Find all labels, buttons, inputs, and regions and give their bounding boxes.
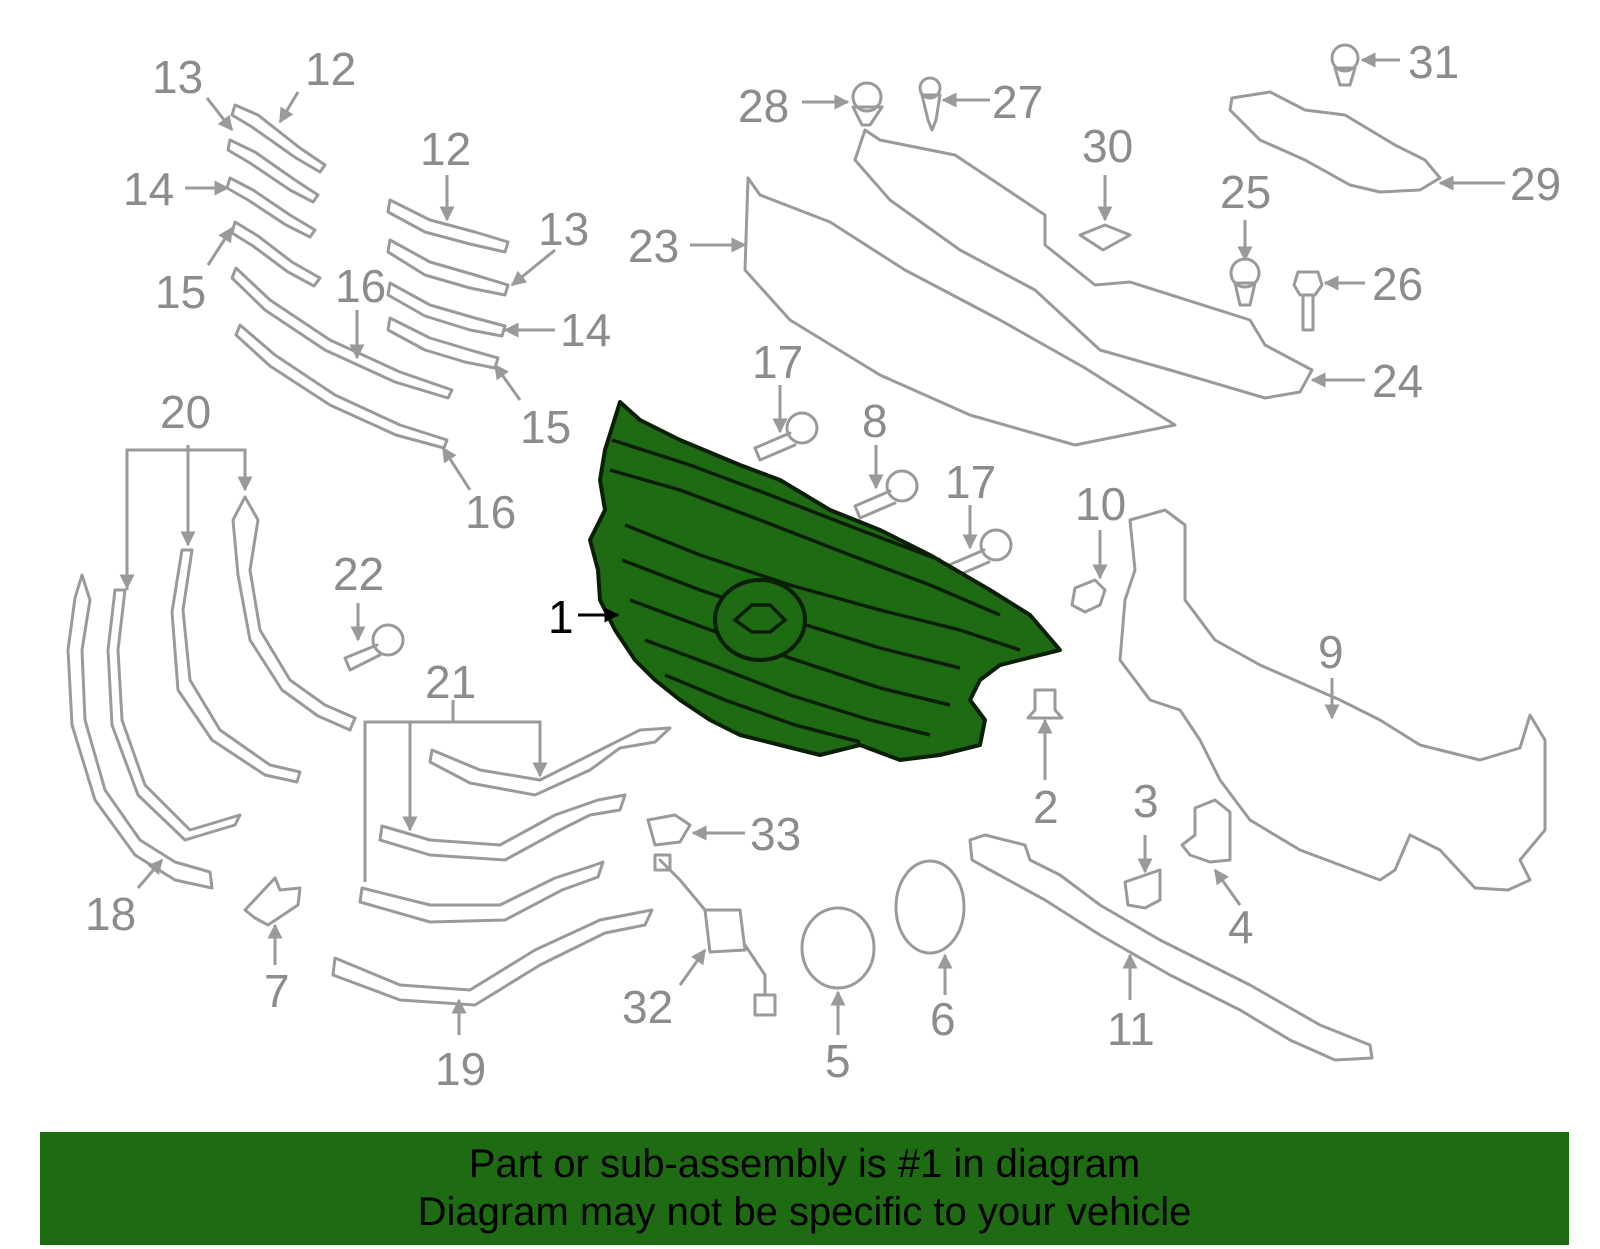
grille-part-1: [588, 400, 1062, 762]
callout-13a: 13: [152, 51, 203, 103]
side-strips-20: [66, 495, 357, 890]
callout-17b: 17: [945, 456, 996, 508]
bolts-8-17: [753, 411, 1013, 579]
callout-21: 21: [425, 656, 476, 708]
bracket-7: [243, 876, 302, 927]
pin-2: [1026, 688, 1064, 720]
callout-5: 5: [825, 1035, 851, 1087]
callout-8: 8: [862, 395, 888, 447]
callout-4: 4: [1228, 901, 1254, 953]
bolt-22: [343, 623, 405, 672]
clip-10: [1070, 578, 1107, 614]
callout-12b: 12: [420, 123, 471, 175]
bracket-4: [1180, 798, 1232, 864]
callout-3: 3: [1133, 775, 1159, 827]
callout-16b: 16: [465, 486, 516, 538]
info-banner: Part or sub-assembly is #1 in diagram Di…: [40, 1132, 1569, 1245]
bracket-3: [1123, 868, 1162, 910]
callout-18: 18: [85, 888, 136, 940]
callout-33: 33: [750, 808, 801, 860]
callout-1: 1: [548, 591, 574, 643]
reinforcement-9: [1118, 508, 1547, 892]
callout-28: 28: [738, 80, 789, 132]
callout-20: 20: [160, 386, 211, 438]
callout-2: 2: [1033, 781, 1059, 833]
callout-30: 30: [1082, 120, 1133, 172]
connector-33: [646, 813, 692, 847]
callout-22: 22: [333, 548, 384, 600]
callout-31: 31: [1408, 36, 1459, 88]
banner-line-2: Diagram may not be specific to your vehi…: [417, 1190, 1192, 1234]
emblem-bracket-6: [894, 859, 966, 955]
callout-32: 32: [622, 981, 673, 1033]
callout-12a: 12: [305, 43, 356, 95]
leader-lines: [119, 52, 1505, 1035]
bracket-24: [853, 128, 1314, 400]
callout-14a: 14: [123, 163, 174, 215]
callout-26: 26: [1372, 258, 1423, 310]
panel-23: [743, 176, 1177, 447]
callout-13b: 13: [538, 203, 589, 255]
molding-strips-right: [386, 198, 510, 370]
callout-15b: 15: [520, 401, 571, 453]
callout-7: 7: [264, 965, 290, 1017]
callout-17a: 17: [752, 336, 803, 388]
callout-labels: 1 2 3 4 5 6 7 8 9 10 11 12 12 13 13 14 1…: [85, 36, 1561, 1095]
emblem-5: [800, 906, 876, 990]
fasteners-top: [851, 43, 1360, 332]
callout-14b: 14: [560, 304, 611, 356]
absorber-11: [968, 833, 1374, 1062]
callout-25: 25: [1220, 166, 1271, 218]
callout-27: 27: [992, 76, 1043, 128]
callout-9: 9: [1318, 626, 1344, 678]
callout-19: 19: [435, 1043, 486, 1095]
harness-32: [653, 853, 777, 1017]
callout-6: 6: [930, 993, 956, 1045]
banner-line-1: Part or sub-assembly is #1 in diagram: [468, 1142, 1141, 1186]
callout-10: 10: [1075, 478, 1126, 530]
callout-11: 11: [1107, 1003, 1155, 1055]
callout-16a: 16: [335, 260, 386, 312]
pad-30: [1078, 223, 1132, 252]
lower-strips-21: [331, 726, 672, 1007]
shield-29: [1228, 90, 1442, 194]
callout-29: 29: [1510, 158, 1561, 210]
callout-23: 23: [628, 220, 679, 272]
callout-15a: 15: [155, 266, 206, 318]
callout-24: 24: [1372, 355, 1423, 407]
